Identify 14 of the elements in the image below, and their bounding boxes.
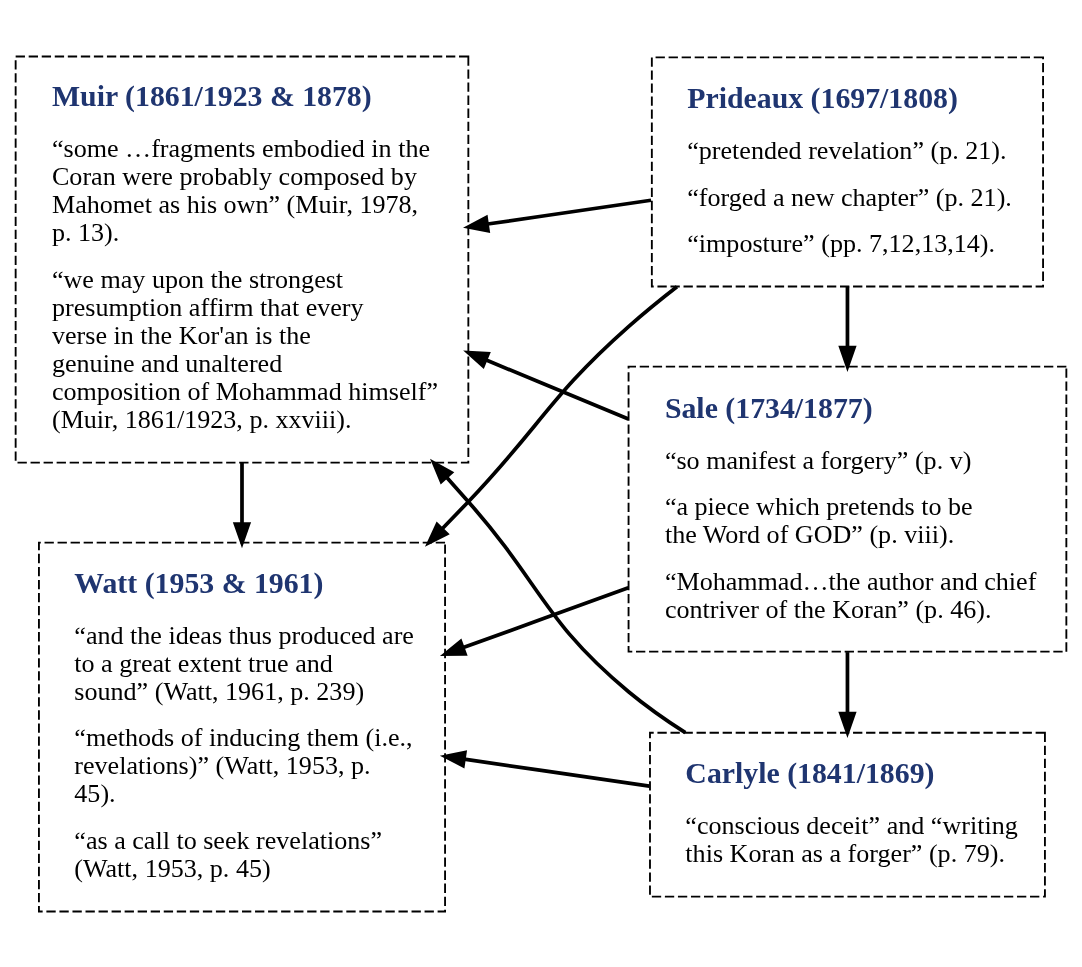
node-box: Carlyle (1841/1869) “conscious deceit” and “writing this Koran as a forger” (p. 79).	[649, 731, 1046, 898]
node-box: Watt (1953 & 1961) “and the ideas thus produced are to a great extent true and sound” (Watt, 1961, p. 239) “methods of inducing them (i.e., revelations)” (Watt, 1953, p. 45). “as a call to seek revelations” (Watt, 1953, p. 45)	[38, 541, 446, 912]
arrow	[430, 458, 687, 734]
node-box: Sale (1734/1877) “so manifest a forgery” (p. v) “a piece which pretends to be the Word of GOD” (p. viii). “Mohammad…the author and chief contriver of the Koran” (p. 46).	[627, 365, 1068, 653]
arrow	[463, 350, 630, 421]
arrow	[232, 462, 252, 548]
arrow	[838, 651, 857, 738]
arrow	[424, 284, 679, 547]
arrow	[439, 749, 650, 788]
arrow	[838, 286, 857, 372]
arrow	[463, 197, 652, 233]
node-box: Prideaux (1697/1808) “pretended revelation” (p. 21). “forged a new chapter” (p. 21). “imposture” (pp. 7,12,13,14).	[650, 55, 1044, 287]
node-box: Muir (1861/1923 & 1878) “some …fragments embodied in the Coran were probably composed by Mahomet as his own” (Muir, 1978, p. 13). “we may upon the strongest presumption affirm that every verse in the Kor'an is the genuine and unaltered composition of Mohammad himself” (Muir, 1861/1923, p. xxviii).	[14, 55, 470, 463]
arrow	[439, 585, 629, 656]
